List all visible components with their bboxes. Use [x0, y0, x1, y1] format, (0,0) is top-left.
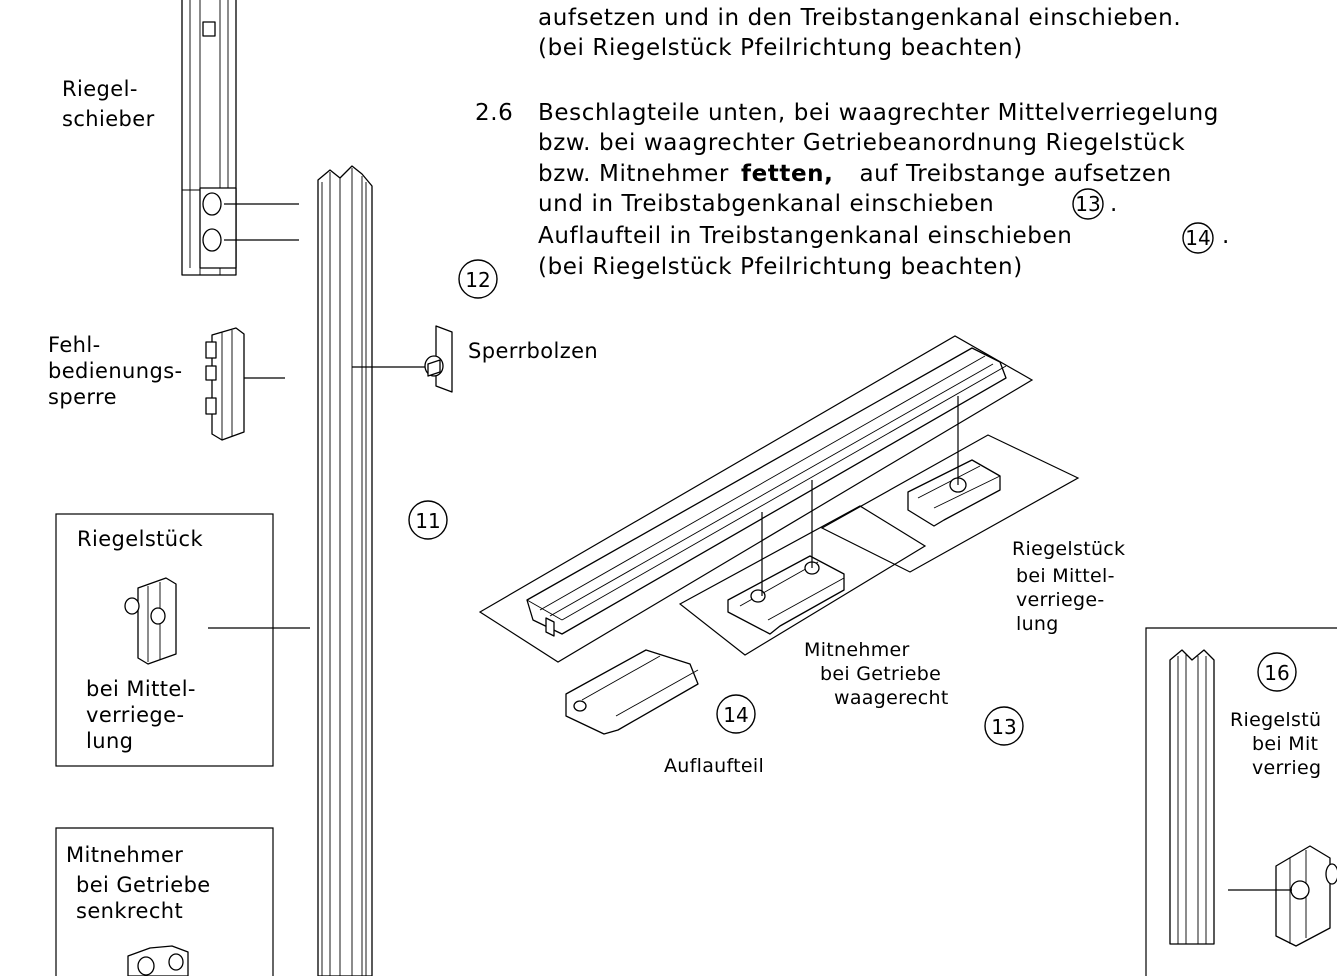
- step-ref-13: 13: [1072, 188, 1104, 220]
- box-riegelstueck: [55, 513, 274, 767]
- box-mitnehmer-line-2: senkrecht: [76, 899, 183, 923]
- step-line-5: Auflaufteil in Treibstangenkanal einschi…: [538, 223, 1072, 249]
- iso-riegelstueck-line-2: verriege-: [1016, 589, 1105, 611]
- label-fehl-3: sperre: [48, 385, 117, 409]
- box-riegelstueck-part: [124, 577, 177, 665]
- callout-14-label: 14: [723, 703, 748, 727]
- label-riegelschieber-2: schieber: [62, 107, 155, 131]
- callout-16: 16: [1257, 652, 1297, 692]
- callout-14: 14: [716, 694, 756, 734]
- box-mitnehmer-title: Mitnehmer: [66, 843, 183, 867]
- box-riegelstueck-title: Riegelstück: [77, 527, 203, 551]
- instruction-top-line-1: aufsetzen und in den Treibstangenkanal e…: [538, 5, 1181, 31]
- step-line-5-period: .: [1222, 223, 1230, 249]
- iso-mitnehmer-line-2: waagerecht: [834, 687, 949, 709]
- step-number: 2.6: [475, 100, 513, 126]
- callout-16-label: 16: [1264, 661, 1289, 685]
- label-sperrbolzen: Sperrbolzen: [468, 339, 598, 363]
- sperrbolzen-part: [424, 325, 453, 393]
- iso-mitnehmer-part: [727, 555, 845, 635]
- iso-mitnehmer-line-1: bei Getriebe: [820, 663, 941, 685]
- step-line-3-post: auf Treibstange aufsetzen: [859, 161, 1171, 187]
- iso-riegelstueck-title: Riegelstück: [1012, 538, 1125, 560]
- iso-riegelstueck-part: [907, 459, 1001, 527]
- box-mitnehmer-part: [127, 945, 189, 976]
- label-fehl-2: bedienungs-: [48, 359, 183, 383]
- iso-base-plate: [478, 335, 1034, 663]
- step-ref-14: 14: [1182, 222, 1214, 254]
- right-riegelstueck-line-2: verrieg: [1252, 757, 1321, 779]
- step-line-3-pre: bzw. Mitnehmer: [538, 161, 729, 187]
- iso-mitnehmer-title: Mitnehmer: [804, 639, 910, 661]
- vertical-rail: [317, 165, 373, 976]
- step-line-3: bzw. Mitnehmer fetten, auf Treibstange auf…: [538, 161, 1172, 187]
- step-line-4: und in Treibstabgenkanal einschieben: [538, 191, 994, 217]
- iso-riegelstueck-line-1: bei Mittel-: [1016, 565, 1115, 587]
- step-line-1: Beschlagteile unten, bei waagrechter Mit…: [538, 100, 1219, 126]
- instruction-top-line-2: (bei Riegelstück Pfeilrichtung beachten): [538, 35, 1023, 61]
- step-line-6: (bei Riegelstück Pfeilrichtung beachten): [538, 254, 1023, 280]
- box-riegelstueck-line-1: bei Mittel-: [86, 677, 196, 701]
- step-line-4-period: .: [1110, 191, 1118, 217]
- iso-riegelstueck-line-3: lung: [1016, 613, 1059, 635]
- right-riegelstueck-line-1: bei Mit: [1252, 733, 1318, 755]
- step-ref-13-label: 13: [1075, 192, 1100, 216]
- step-ref-14-label: 14: [1185, 226, 1210, 250]
- box-right-rail: [1169, 649, 1215, 945]
- callout-12: 12: [458, 259, 498, 299]
- label-riegelschieber-1: Riegel-: [62, 77, 138, 101]
- callout-13: 13: [984, 706, 1024, 746]
- right-riegelstueck-title: Riegelstü: [1230, 709, 1321, 731]
- iso-rail: [526, 347, 1007, 637]
- step-line-2: bzw. bei waagrechter Getriebeanordnung R…: [538, 130, 1185, 156]
- iso-mitnehmer-plate: [678, 505, 927, 656]
- step-line-3-bold: fetten,: [741, 161, 834, 187]
- callout-12-label: 12: [465, 268, 490, 292]
- riegelschieber-part: [181, 0, 299, 276]
- box-mitnehmer-line-1: bei Getriebe: [76, 873, 211, 897]
- box-riegelstueck-line-2: verriege-: [86, 703, 184, 727]
- callout-11: 11: [408, 500, 448, 540]
- label-auflaufteil: Auflaufteil: [664, 755, 764, 777]
- label-fehl-1: Fehl-: [48, 333, 101, 357]
- box-right-riegelstueck-part: [1275, 845, 1337, 947]
- callout-13-label: 13: [991, 715, 1016, 739]
- iso-auflaufteil-part: [565, 649, 699, 735]
- iso-riegelstueck-plate: [820, 434, 1080, 573]
- box-right-riegelstueck: [1145, 627, 1337, 976]
- fehlbedienungssperre-part: [205, 327, 285, 441]
- callout-11-label: 11: [415, 509, 440, 533]
- box-riegelstueck-line-3: lung: [86, 729, 133, 753]
- box-mitnehmer: [55, 827, 274, 976]
